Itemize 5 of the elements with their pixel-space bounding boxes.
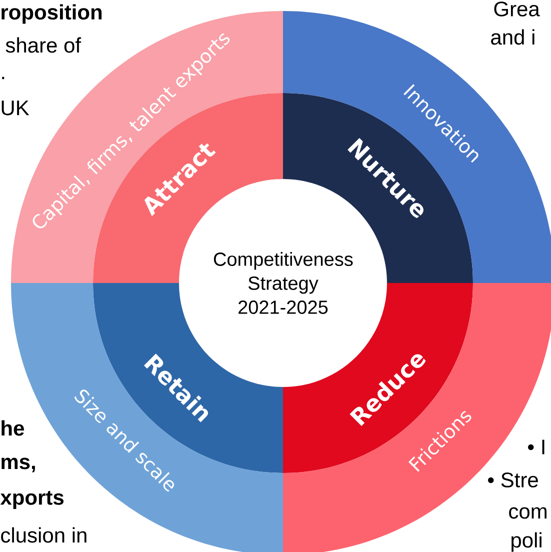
text-fragment: • Stre xyxy=(488,472,538,488)
text-fragment: poli xyxy=(512,532,542,552)
text-fragment: • I xyxy=(528,440,544,454)
text-fragment: com xyxy=(509,507,546,519)
text-fragment: and i xyxy=(491,29,534,45)
